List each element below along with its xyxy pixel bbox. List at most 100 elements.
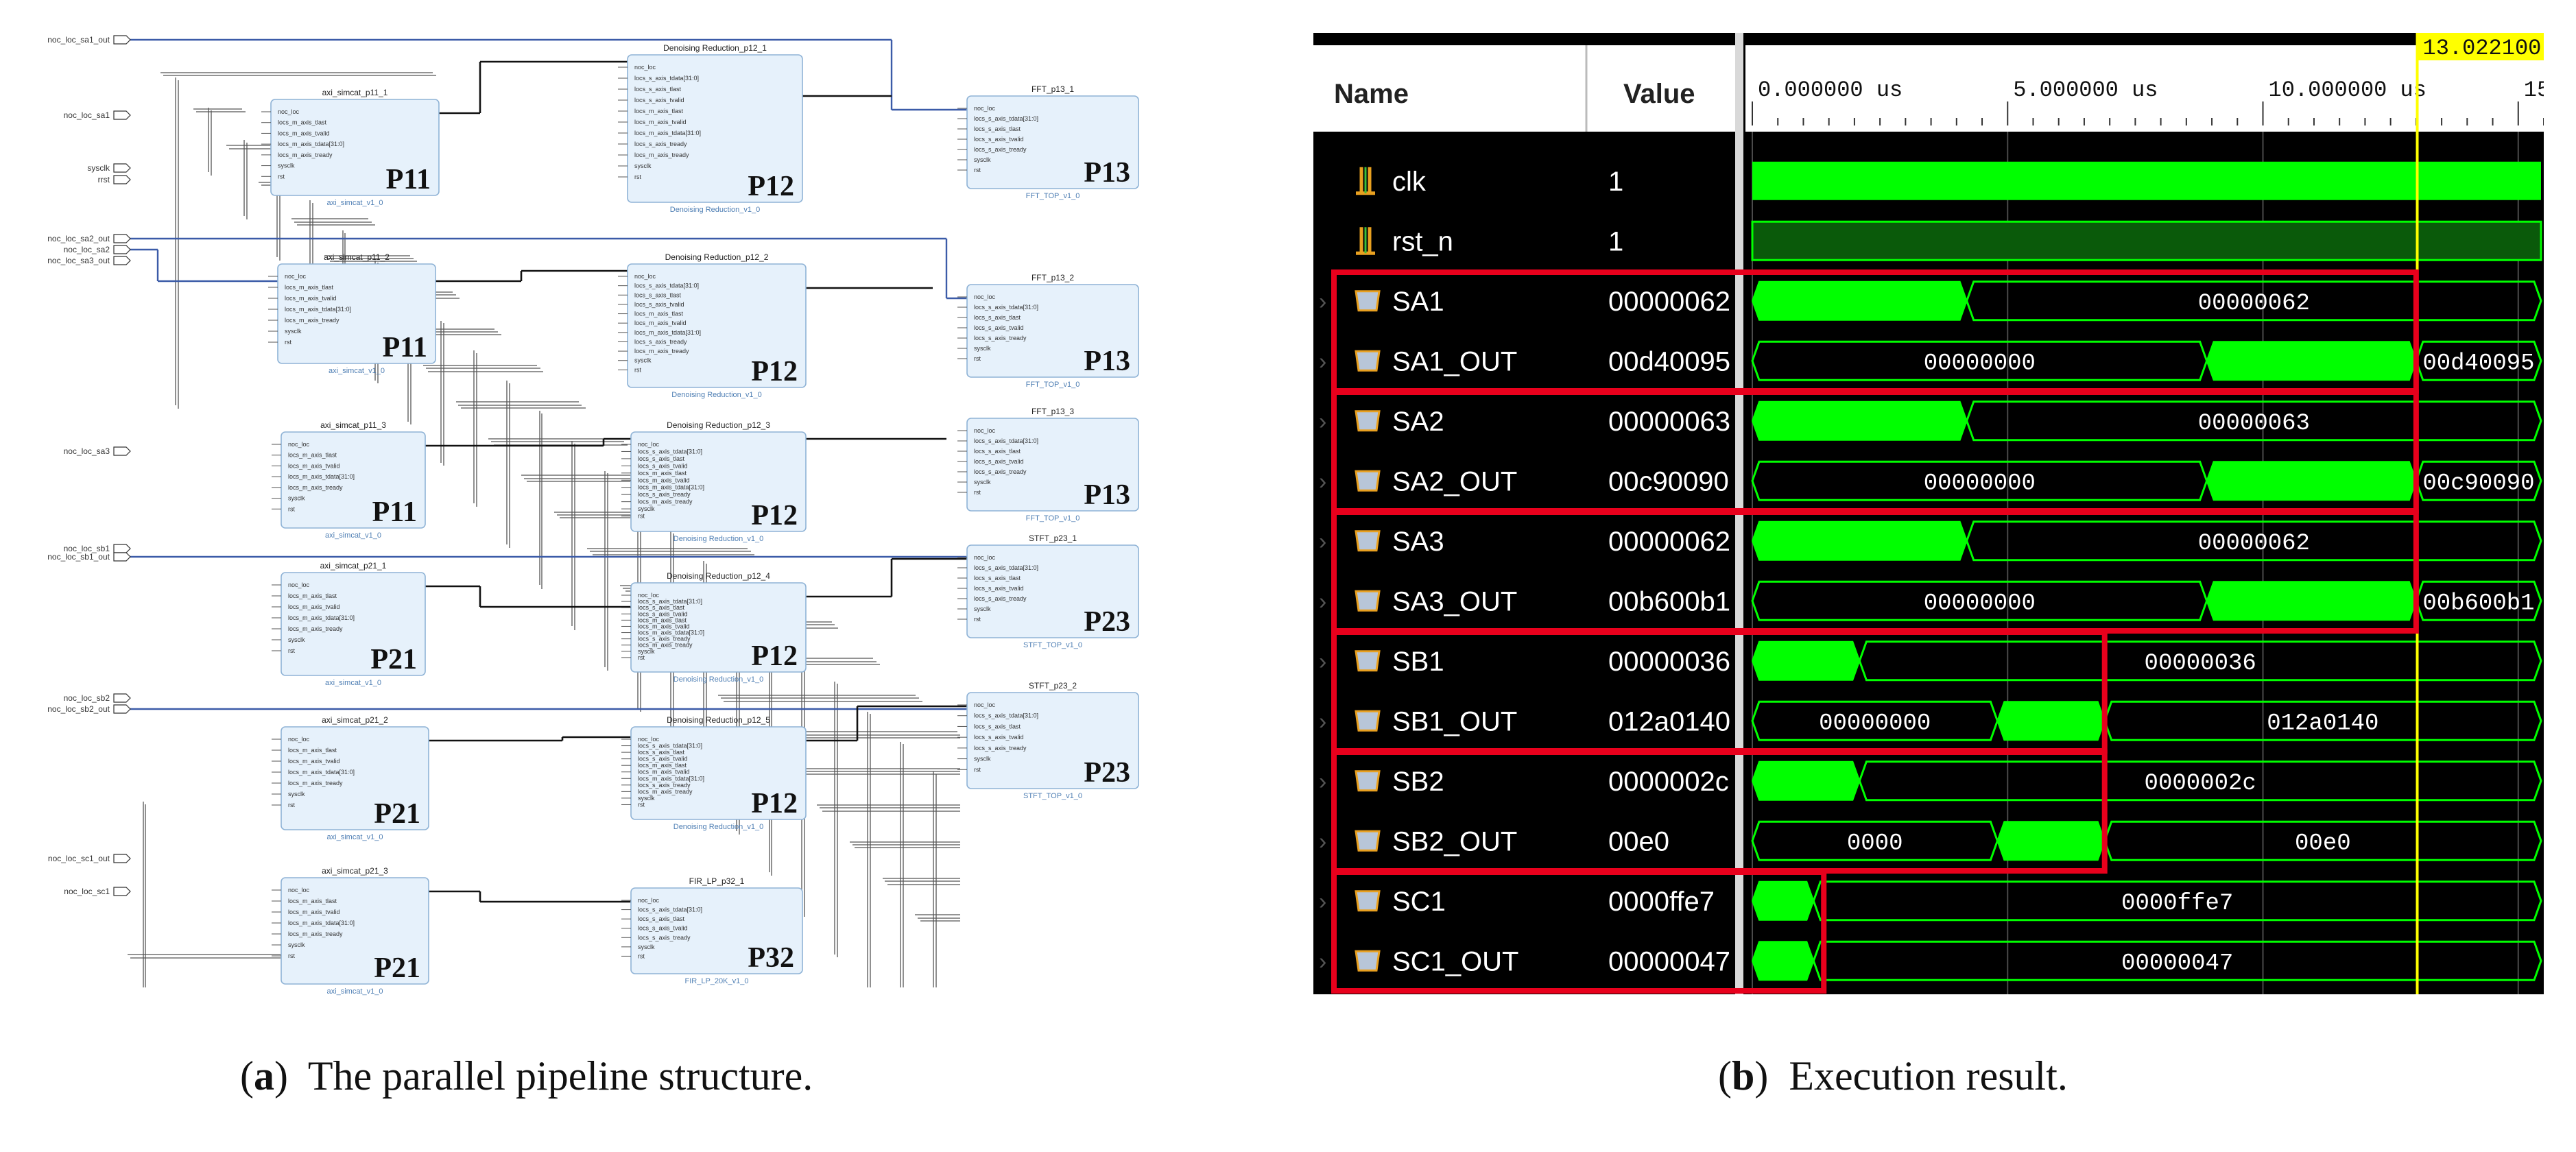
pin-label: locs_m_axis_tvalid <box>638 769 690 776</box>
block-title: Denoising Reduction_p12_5 <box>667 715 770 725</box>
pin-label: locs_s_axis_tlast <box>634 86 682 93</box>
block-label: P21 <box>374 798 420 830</box>
block-label: P13 <box>1084 479 1130 511</box>
bus-segment <box>1966 400 2542 442</box>
pin-label: noc_loc <box>974 293 996 300</box>
port-label: noc_loc_sc1 <box>64 887 110 896</box>
pin-label: locs_s_axis_tvalid <box>638 925 688 932</box>
pin-label: locs_s_axis_tvalid <box>638 756 688 763</box>
block-body <box>281 726 429 830</box>
pin-label: noc_loc <box>638 592 660 599</box>
bus-segment <box>2103 820 2542 861</box>
port-arrow-icon <box>113 256 131 265</box>
signal-value: 1 <box>1608 167 1623 197</box>
tick-label: 10.000000 us <box>2269 77 2426 103</box>
ip-block: axi_simcat_p21_3noc_loclocs_m_axis_tlast… <box>272 866 429 996</box>
pin-label: locs_s_axis_tlast <box>974 723 1021 730</box>
bus-signal-icon <box>1355 830 1381 852</box>
pin-label: noc_loc <box>974 105 996 112</box>
port-arrow-icon <box>113 854 131 863</box>
pin-label: rst <box>638 801 645 808</box>
ip-block: FIR_LP_p32_1noc_loclocs_s_axis_tdata[31:… <box>621 876 803 985</box>
pin-label: locs_s_axis_tdata[31:0] <box>974 437 1038 444</box>
port-arrow-icon <box>113 552 131 562</box>
table-header <box>1313 45 1735 132</box>
caption-a-text: The parallel pipeline structure. <box>307 1053 813 1099</box>
bus-active-segment <box>2206 341 2417 381</box>
block-title: FIR_LP_p32_1 <box>689 876 745 886</box>
pin-label: locs_m_axis_tready <box>278 152 333 158</box>
pin-label: noc_loc <box>974 701 996 708</box>
block-title: Denoising Reduction_p12_3 <box>667 420 770 430</box>
ip-block: axi_simcat_p21_1noc_loclocs_m_axis_tlast… <box>272 561 426 687</box>
ip-block: Denoising Reduction_p12_4noc_loclocs_s_a… <box>621 571 807 684</box>
port-label: noc_loc_sa1_out <box>47 35 110 45</box>
pin-label: locs_s_axis_tlast <box>974 125 1021 132</box>
pin-label: sysclk <box>974 756 991 763</box>
block-subtitle: FIR_LP_20K_v1_0 <box>685 977 749 985</box>
bus-segment <box>1858 760 2542 802</box>
block-body <box>630 431 807 532</box>
pin-label: rst <box>634 366 641 373</box>
block-title: axi_simcat_p21_1 <box>320 561 387 571</box>
pin-label: rst <box>638 952 645 959</box>
bus-segment <box>1966 520 2542 562</box>
pin-label: sysclk <box>288 636 305 643</box>
bus-segment <box>1858 640 2542 682</box>
block-subtitle: Denoising Reduction_v1_0 <box>671 391 761 399</box>
bus-segment-label: 00000000 <box>1819 710 1931 736</box>
port-arrow-icon <box>113 163 131 173</box>
pin-label: locs_m_axis_tdata[31:0] <box>634 329 701 336</box>
pin-label: noc_loc <box>278 108 300 115</box>
pin-label: rst <box>288 802 295 808</box>
ip-block: axi_simcat_p11_3noc_loclocs_m_axis_tlast… <box>272 420 426 540</box>
pin-label: locs_m_axis_tlast <box>634 108 684 115</box>
block-body <box>627 54 803 203</box>
block-title: axi_simcat_p21_2 <box>322 715 388 725</box>
block-subtitle: axi_simcat_v1_0 <box>329 367 385 375</box>
bus-signal-icon <box>1355 650 1381 672</box>
bus-active-segment <box>1996 821 2106 861</box>
block-label: P23 <box>1084 606 1130 638</box>
pin-label: locs_s_axis_tdata[31:0] <box>974 304 1038 311</box>
caption-b: (b) Execution result. <box>1718 1053 2068 1099</box>
pin-label: locs_s_axis_tvalid <box>974 324 1024 331</box>
pin-label: locs_s_axis_tdata[31:0] <box>974 712 1038 719</box>
pin-label: locs_m_axis_tready <box>634 152 689 158</box>
pin-label: noc_loc <box>638 441 660 448</box>
block-subtitle: STFT_TOP_v1_0 <box>1023 641 1082 649</box>
pin-label: locs_s_axis_tready <box>634 141 687 147</box>
pin-label: rst <box>974 766 981 773</box>
pin-label: locs_m_axis_tdata[31:0] <box>288 769 355 776</box>
signal-name: SA3_OUT <box>1392 586 1517 616</box>
signal-value: 1 <box>1608 226 1623 256</box>
bus-segment-label: 0000 <box>1847 830 1903 856</box>
port-arrow-icon <box>113 544 131 553</box>
bus-signal-icon <box>1355 530 1381 552</box>
pin-label: locs_s_axis_tready <box>974 468 1027 475</box>
pin-label: sysclk <box>288 941 305 948</box>
pin-label: noc_loc <box>285 273 307 280</box>
block-title: axi_simcat_p11_3 <box>320 420 386 430</box>
signal-name: SA1_OUT <box>1392 346 1517 376</box>
ip-block: axi_simcat_p11_1noc_loclocs_m_axis_tlast… <box>261 88 440 207</box>
bus-segment <box>2415 460 2542 501</box>
pin-label: locs_s_axis_tlast <box>638 455 685 462</box>
tick-label: 0.000000 us <box>1758 77 1903 103</box>
bus-signal-icon <box>1355 470 1381 492</box>
pin-label: locs_m_axis_tlast <box>638 616 687 623</box>
pin-label: sysclk <box>278 163 295 169</box>
bus-segment-label: 0000ffe7 <box>2121 891 2233 917</box>
pin-label: noc_loc <box>288 441 310 448</box>
pin-label: locs_s_axis_tready <box>638 491 691 498</box>
block-body <box>281 572 426 676</box>
pin-label: sysclk <box>974 156 991 163</box>
ip-block: FFT_p13_3noc_loclocs_s_axis_tdata[31:0]l… <box>957 407 1139 523</box>
ip-block: Denoising Reduction_p12_5noc_loclocs_s_a… <box>621 715 807 831</box>
pin-label: locs_s_axis_tdata[31:0] <box>634 283 699 289</box>
pin-label: rst <box>278 173 285 180</box>
